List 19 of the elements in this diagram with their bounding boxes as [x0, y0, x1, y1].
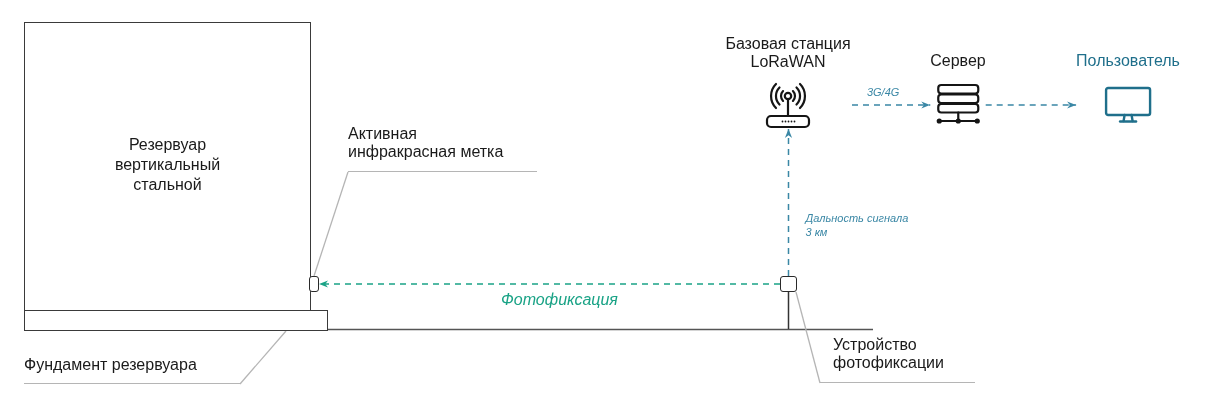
- leader-line: [313, 171, 349, 277]
- arrow: [318, 280, 781, 288]
- edge-label: Дальность сигнала 3 км: [805, 210, 910, 239]
- infrared-tag: [309, 276, 319, 292]
- edge-label: 3G/4G: [866, 86, 900, 99]
- arrow: [851, 101, 932, 109]
- node-label: Сервер: [930, 52, 986, 70]
- arrow: [984, 101, 1077, 109]
- callout-label: Активная инфракрасная метка: [348, 125, 537, 172]
- callout-label: Устройство фотофиксации: [820, 336, 975, 383]
- foundation-slab: [24, 310, 328, 331]
- edge-label: Фотофиксация: [501, 290, 618, 310]
- callout-label: Фундамент резервуара: [24, 356, 240, 384]
- arrow: [784, 128, 793, 277]
- leader-line: [795, 291, 821, 384]
- leader-line: [239, 330, 287, 385]
- node-label: Пользователь: [1076, 52, 1180, 70]
- device-housing: [780, 276, 797, 292]
- node-label: Базовая станция LoRaWAN: [724, 35, 852, 71]
